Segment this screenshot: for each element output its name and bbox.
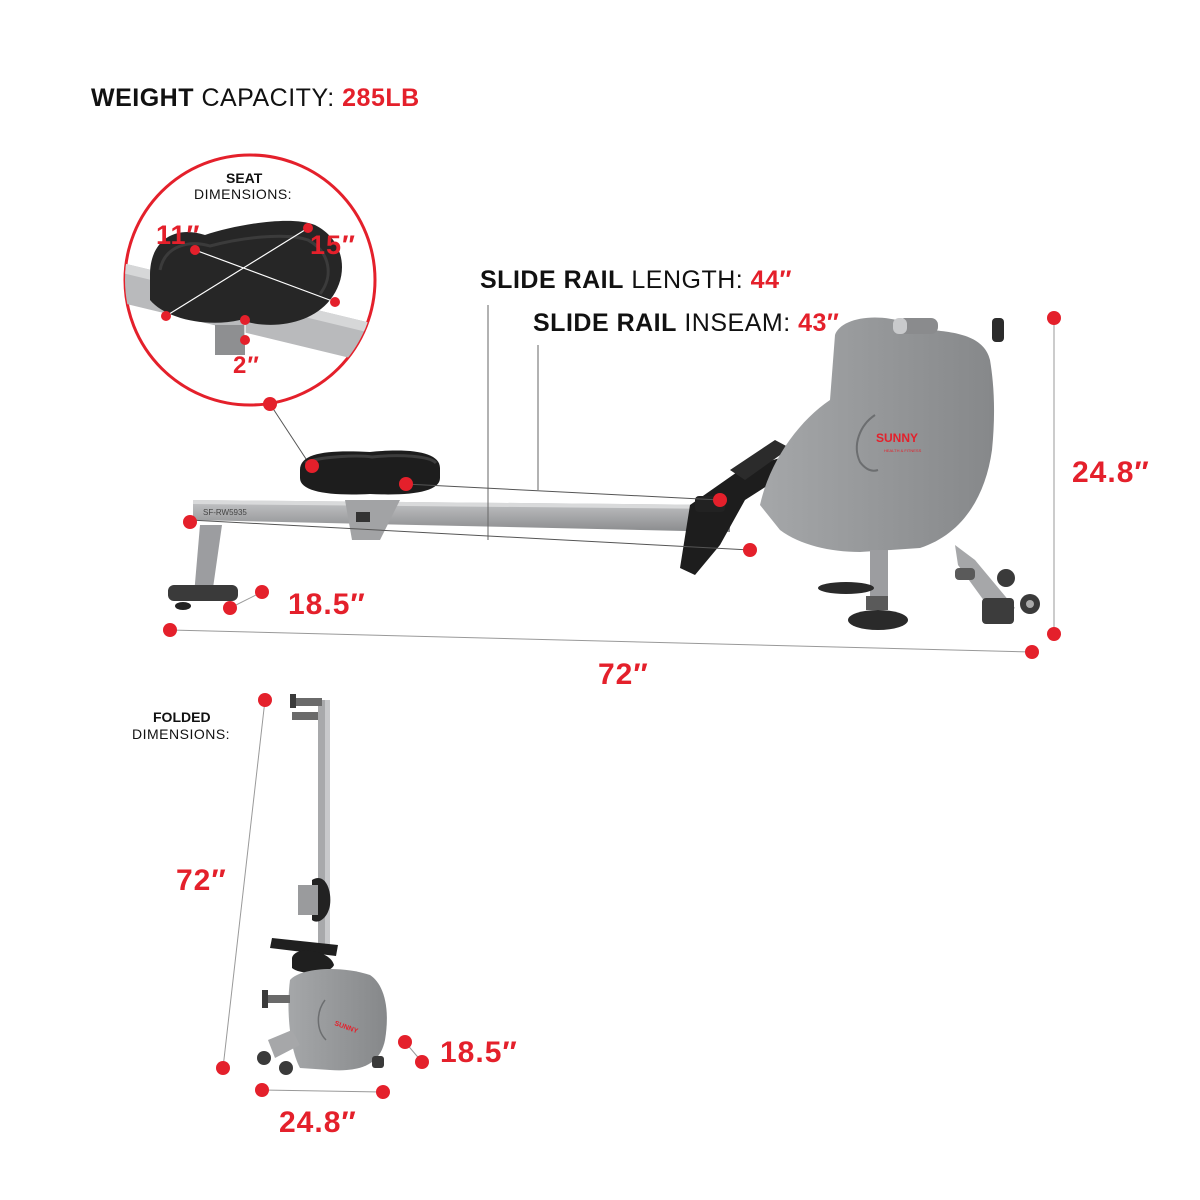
weight-label-bold: WEIGHT — [91, 84, 194, 112]
seat-zoom-circle — [123, 153, 377, 407]
weight-capacity: WEIGHT CAPACITY: 285LB — [91, 84, 420, 113]
seat-label-bold: SEAT — [226, 170, 263, 186]
seat-height-value: 2″ — [233, 352, 260, 379]
slide-rail-length-label: LENGTH: — [631, 266, 744, 294]
folded-rowing-machine: SUNNY — [257, 694, 387, 1075]
machine-length-value: 72″ — [598, 658, 649, 691]
folded-depth-value: 24.8″ — [279, 1106, 357, 1139]
seat-width-value: 15″ — [310, 230, 356, 260]
folded-label: DIMENSIONS: — [132, 726, 231, 742]
weight-label: CAPACITY: — [201, 84, 335, 112]
slide-rail-inseam-label-bold: SLIDE RAIL — [533, 309, 677, 337]
brand-logo: SUNNY — [876, 431, 918, 445]
folded-width-value: 18.5″ — [440, 1036, 518, 1069]
slide-rail-length-label-bold: SLIDE RAIL — [480, 266, 624, 294]
folded-label-bold: FOLDED — [153, 709, 211, 725]
machine-height-value: 24.8″ — [1072, 456, 1150, 489]
machine-width-value: 18.5″ — [288, 588, 366, 621]
slide-rail-inseam-label: INSEAM: — [684, 309, 791, 337]
seat-length-value: 11″ — [156, 220, 201, 250]
slide-rail-inseam-value: 43″ — [798, 309, 840, 337]
folded-height-value: 72″ — [176, 864, 227, 897]
slide-rail-inseam: SLIDE RAIL INSEAM: 43″ — [533, 309, 839, 338]
rowing-machine: SF-RW5935 SUNNY HEALTH & FITNESS — [168, 317, 1040, 630]
weight-value: 285LB — [342, 84, 420, 112]
slide-rail-length-value: 44″ — [750, 266, 792, 294]
seat-label: DIMENSIONS: — [194, 186, 293, 202]
brand-subtitle: HEALTH & FITNESS — [884, 448, 922, 453]
model-label: SF-RW5935 — [203, 508, 247, 517]
slide-rail-length: SLIDE RAIL LENGTH: 44″ — [480, 266, 792, 295]
